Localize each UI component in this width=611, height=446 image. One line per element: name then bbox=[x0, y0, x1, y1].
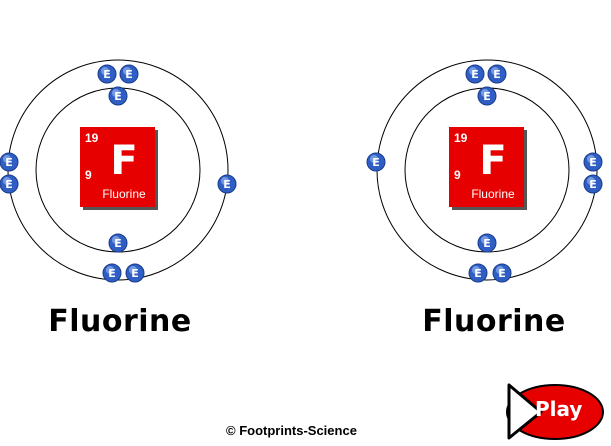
electron-highlight-left bbox=[221, 177, 229, 185]
play-button-background bbox=[506, 384, 604, 440]
electron-highlight-left bbox=[3, 155, 11, 163]
play-button[interactable]: Play bbox=[483, 380, 607, 442]
electron-highlight-left bbox=[106, 266, 114, 274]
electron-highlight-right bbox=[587, 155, 595, 163]
electron-label-left: E bbox=[223, 178, 231, 191]
electron-label-right: E bbox=[471, 68, 479, 81]
electron-highlight-left bbox=[101, 67, 109, 75]
atomic-number-left: 9 bbox=[85, 168, 92, 182]
electron-label-right: E bbox=[474, 267, 482, 280]
electron-highlight-right bbox=[370, 155, 378, 163]
electron-highlight-right bbox=[481, 89, 489, 97]
element-tile-right bbox=[449, 127, 524, 207]
electron-label-right: E bbox=[589, 178, 597, 191]
electron-label-right: E bbox=[589, 156, 597, 169]
electron-label-right: E bbox=[372, 156, 380, 169]
element-name-left: Fluorine bbox=[102, 187, 146, 201]
electron-label-right: E bbox=[483, 237, 491, 250]
electron-highlight-left bbox=[3, 177, 11, 185]
electron-label-right: E bbox=[493, 68, 501, 81]
electron-label-left: E bbox=[108, 267, 116, 280]
element-symbol-right: F bbox=[479, 138, 506, 184]
electron-highlight-right bbox=[469, 67, 477, 75]
electron-highlight-left bbox=[123, 67, 131, 75]
electron-label-right: E bbox=[498, 267, 506, 280]
electron-label-left: E bbox=[114, 90, 122, 103]
play-triangle-icon bbox=[507, 383, 543, 440]
copyright-text: © Footprints-Science bbox=[226, 423, 357, 438]
mass-number-right: 19 bbox=[454, 131, 468, 145]
electron-label-left: E bbox=[114, 237, 122, 250]
electron-label-left: E bbox=[5, 156, 13, 169]
electron-highlight-left bbox=[112, 236, 120, 244]
electron-label-right: E bbox=[483, 90, 491, 103]
electron-highlight-left bbox=[112, 89, 120, 97]
electron-label-left: E bbox=[5, 178, 13, 191]
electron-label-left: E bbox=[125, 68, 133, 81]
play-button-label: Play bbox=[535, 397, 583, 421]
atomic-number-right: 9 bbox=[454, 168, 461, 182]
electron-highlight-right bbox=[587, 177, 595, 185]
electron-highlight-right bbox=[472, 266, 480, 274]
atom-name-right: Fluorine bbox=[422, 304, 566, 339]
electron-label-left: E bbox=[103, 68, 111, 81]
electron-highlight-left bbox=[129, 266, 137, 274]
electron-highlight-right bbox=[496, 266, 504, 274]
mass-number-left: 19 bbox=[85, 131, 99, 145]
element-name-right: Fluorine bbox=[471, 187, 515, 201]
electron-highlight-right bbox=[481, 236, 489, 244]
element-tile-left bbox=[80, 127, 155, 207]
electron-label-left: E bbox=[131, 267, 139, 280]
element-symbol-left: F bbox=[110, 138, 137, 184]
electron-highlight-right bbox=[491, 67, 499, 75]
atom-name-left: Fluorine bbox=[48, 304, 192, 339]
